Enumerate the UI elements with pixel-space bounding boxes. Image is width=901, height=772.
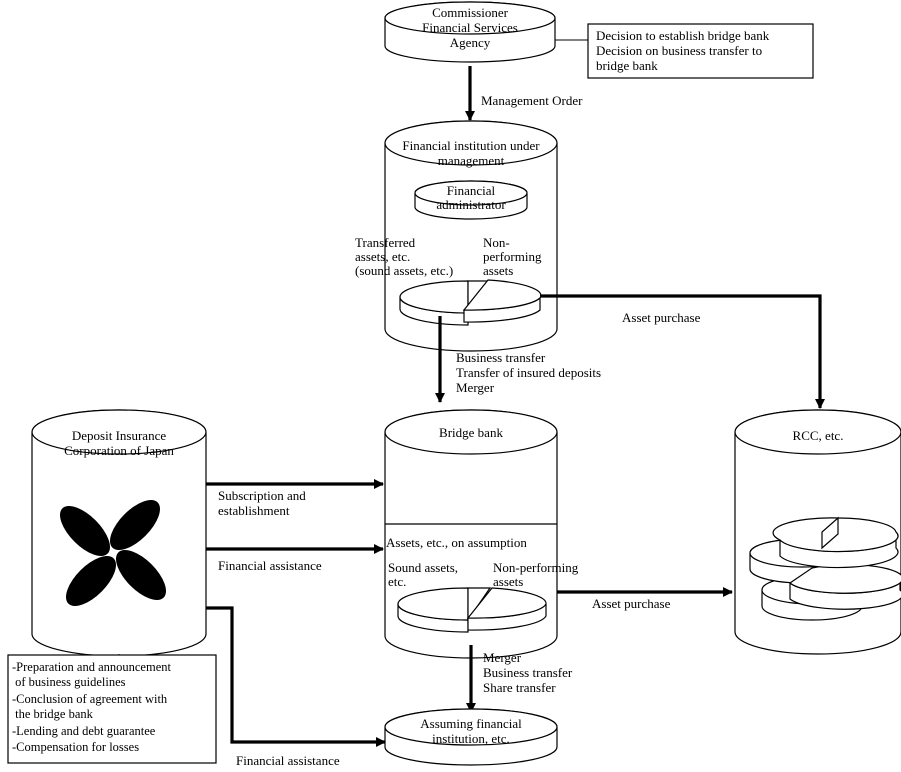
transfer-label-1: Business transfer: [456, 350, 546, 365]
decision-line-2: Decision on business transfer to: [596, 43, 762, 58]
sound-assets-label-1: Sound assets,: [388, 560, 458, 575]
assuming-label-2: institution, etc.: [432, 731, 510, 746]
guideline-item-4: the bridge bank: [12, 707, 94, 721]
financial-assistance-mid-label: Financial assistance: [218, 558, 322, 573]
bridge-npa-label-2: assets: [493, 574, 523, 589]
rcc-asset-stack: [749, 516, 901, 621]
transferred-label-1: Transferred: [355, 235, 416, 250]
transfer-label-2: Transfer of insured deposits: [456, 365, 601, 380]
assuming-institution-disk: [384, 708, 558, 766]
decision-line-1: Decision to establish bridge bank: [596, 28, 770, 43]
assumption-label: Assets, etc., on assumption: [386, 535, 527, 550]
asset-purchase-top-label: Asset purchase: [622, 310, 701, 325]
dicj-propeller-logo-icon: [60, 500, 166, 606]
merger-label-1: Merger: [483, 650, 522, 665]
dicj-label-1: Deposit Insurance: [72, 428, 166, 443]
institution-label-2: management: [438, 153, 505, 168]
commissioner-cylinder: [384, 1, 556, 63]
guidelines-box: [7, 654, 217, 764]
transfer-label-3: Merger: [456, 380, 495, 395]
financial-administrator-disk: [414, 180, 528, 220]
subscription-label-1: Subscription and: [218, 488, 306, 503]
admin-label-1: Financial: [447, 183, 496, 198]
financial-assistance-bottom-label: Financial assistance: [236, 753, 340, 768]
institution-npa-label-2: performing: [483, 249, 542, 264]
commissioner-label-1: Commissioner: [432, 5, 509, 20]
decision-box: [587, 23, 814, 79]
asset-purchase-to-rcc-arrow: [540, 294, 825, 409]
merger-label-3: Share transfer: [483, 680, 556, 695]
decision-line-3: bridge bank: [596, 58, 658, 73]
guideline-item-6: -Compensation for losses: [12, 740, 139, 754]
management-order-label: Management Order: [481, 93, 583, 108]
dicj-label-2: Corporation of Japan: [64, 443, 174, 458]
transferred-label-3: (sound assets, etc.): [355, 263, 453, 278]
sound-assets-label-2: etc.: [388, 574, 406, 589]
merger-label-2: Business transfer: [483, 665, 573, 680]
bridge-bank-title: Bridge bank: [439, 425, 503, 440]
institution-npa-label-1: Non-: [483, 235, 510, 250]
guideline-item-3: -Conclusion of agreement with: [12, 692, 168, 706]
guideline-item-2: of business guidelines: [12, 675, 126, 689]
assuming-label-1: Assuming financial: [420, 716, 522, 731]
financial-assistance-bottom-arrow: [206, 606, 386, 747]
subscription-label-2: establishment: [218, 503, 290, 518]
commissioner-label-3: Agency: [450, 35, 491, 50]
institution-label-1: Financial institution under: [402, 138, 540, 153]
institution-asset-pie: [399, 279, 542, 326]
bridge-npa-label-1: Non-performing: [493, 560, 579, 575]
bridge-bank-asset-pie: [397, 587, 547, 633]
institution-npa-label-3: assets: [483, 263, 513, 278]
asset-purchase-mid-label: Asset purchase: [592, 596, 671, 611]
transferred-label-2: assets, etc.: [355, 249, 410, 264]
guideline-item-5: -Lending and debt guarantee: [12, 724, 156, 738]
guideline-item-1: -Preparation and announcement: [12, 660, 171, 674]
admin-label-2: administrator: [436, 197, 506, 212]
rcc-title: RCC, etc.: [793, 428, 844, 443]
commissioner-label-2: Financial Services: [422, 20, 518, 35]
